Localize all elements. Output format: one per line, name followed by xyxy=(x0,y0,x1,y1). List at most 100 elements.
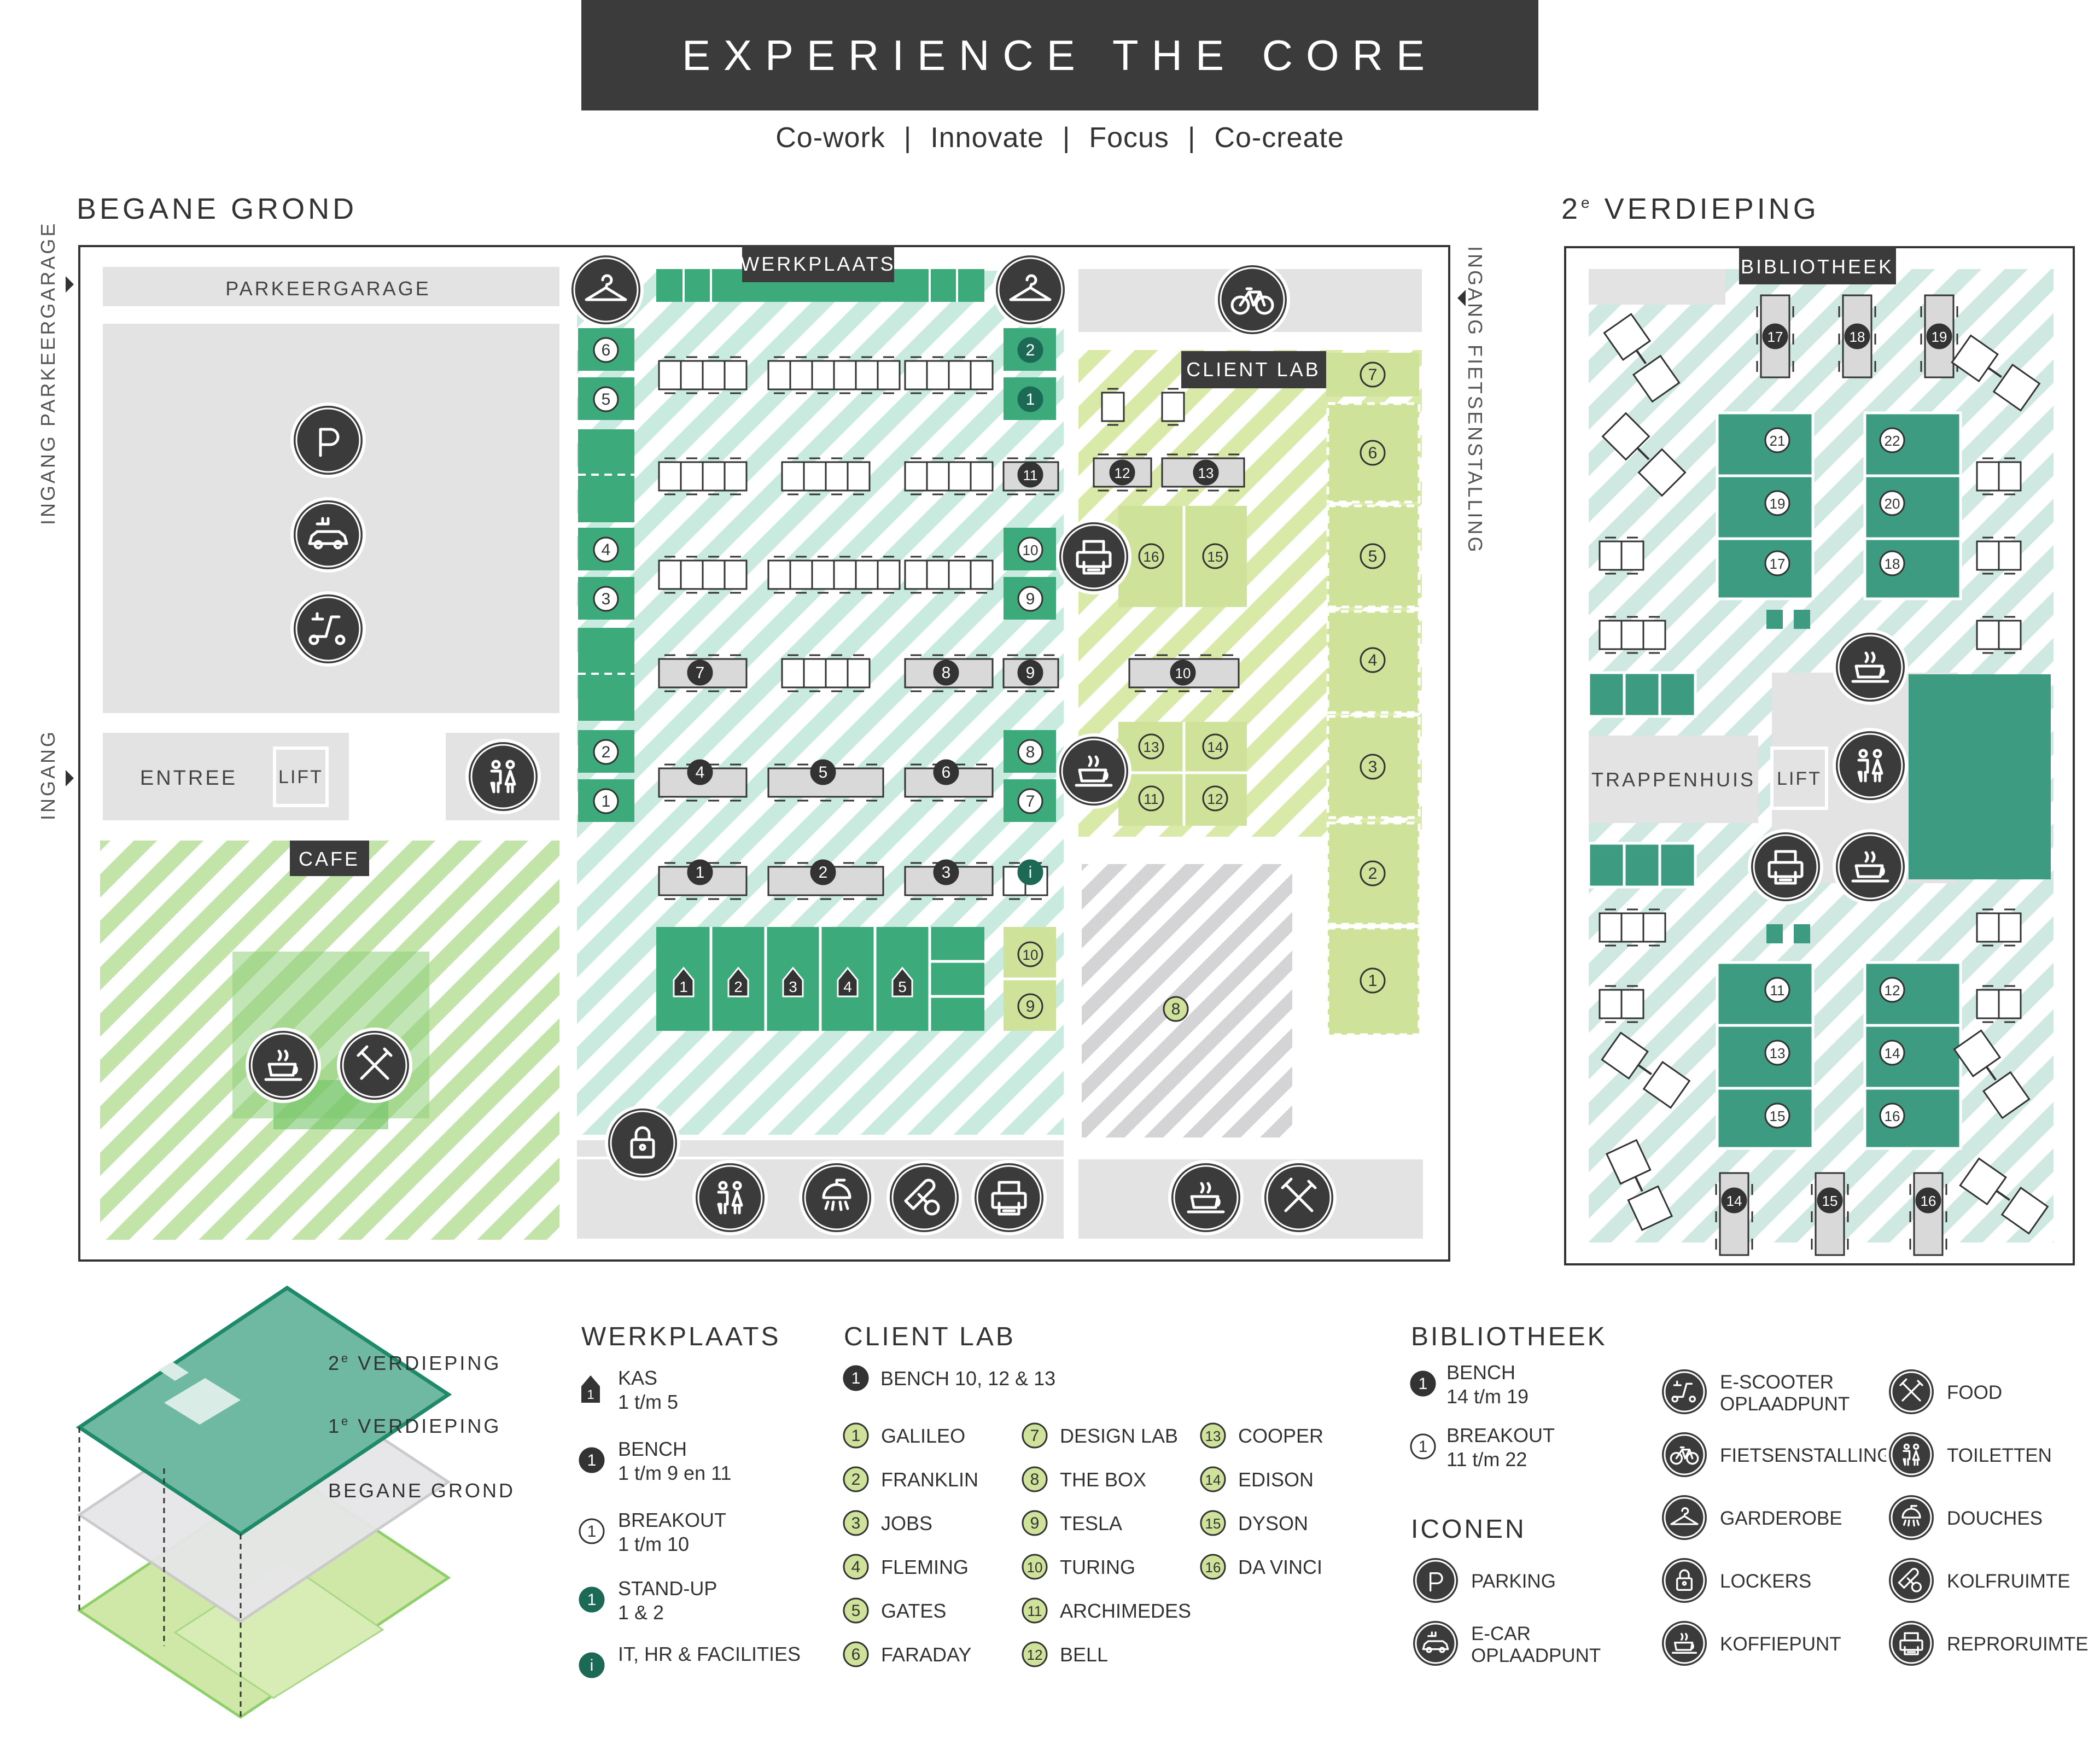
library-table xyxy=(1599,985,1644,1023)
legend-werkplaats-title: WERKPLAATS xyxy=(581,1322,781,1351)
svg-text:6: 6 xyxy=(851,1646,861,1664)
legend-client-room-name: TURING xyxy=(1060,1556,1135,1578)
client-room-marker: 6 xyxy=(1360,440,1386,466)
breakout-marker: 9 xyxy=(1017,586,1043,612)
entry-main-label: INGANG xyxy=(37,730,59,820)
legend-client-room-marker: 5 xyxy=(843,1597,869,1624)
svg-text:i: i xyxy=(1029,864,1032,882)
entry-bikes-arrow xyxy=(1457,290,1466,306)
bicycle-icon xyxy=(1659,1429,1710,1480)
svg-text:17: 17 xyxy=(1768,329,1783,345)
svg-text:1: 1 xyxy=(679,978,688,995)
client-room-marker: 1 xyxy=(1360,967,1386,994)
library-storage-blocks xyxy=(1587,671,1697,889)
svg-text:8: 8 xyxy=(1026,743,1035,761)
lounge-chairs xyxy=(1959,1157,2049,1235)
subtitle-innovate: Innovate xyxy=(930,122,1044,154)
svg-text:17: 17 xyxy=(1770,556,1786,572)
library-lift-label: LIFT xyxy=(1777,768,1822,789)
legend-icon-label: E-CAR xyxy=(1471,1623,1531,1644)
svg-text:i: i xyxy=(590,1656,594,1675)
library-top-grey xyxy=(1589,269,1725,305)
client-lab-table xyxy=(1101,388,1125,426)
legend-client-bench-label: BENCH 10, 12 & 13 xyxy=(880,1367,1055,1390)
svg-text:15: 15 xyxy=(1770,1108,1786,1124)
ground-floor-heading: BEGANE GROND xyxy=(77,192,357,225)
parking-garage-label: PARKEERGARAGE xyxy=(225,277,430,300)
library-table xyxy=(1976,616,2022,654)
library-small-squares xyxy=(1766,610,1810,943)
svg-text:22: 22 xyxy=(1885,433,1900,449)
parking-garage-bar xyxy=(103,267,559,306)
svg-text:13: 13 xyxy=(1144,739,1159,755)
legend-werkplaats-marker: 1 xyxy=(579,1447,605,1473)
legend-icon-label: KOFFIEPUNT xyxy=(1720,1634,1841,1655)
svg-text:2: 2 xyxy=(851,1471,861,1489)
floor-stack-diagram: 2e VERDIEPING 1e VERDIEPING BEGANE GROND xyxy=(75,1285,513,1719)
svg-text:8: 8 xyxy=(1030,1471,1040,1489)
library-breakout-marker: 16 xyxy=(1879,1102,1905,1129)
legend-client-room-marker: 8 xyxy=(1022,1466,1048,1492)
svg-text:7: 7 xyxy=(1026,792,1035,810)
library-table xyxy=(1976,985,2022,1023)
svg-text:10: 10 xyxy=(1023,542,1039,558)
svg-text:5: 5 xyxy=(898,978,907,995)
stack-second-floor-block xyxy=(164,1378,241,1425)
legend-client-room-name: DYSON xyxy=(1238,1512,1308,1535)
legend-client-room-name: EDISON xyxy=(1238,1468,1314,1491)
library-breakout-marker: 22 xyxy=(1879,427,1905,453)
legend-bibliotheek-label: BREAKOUT xyxy=(1446,1424,1555,1446)
svg-text:7: 7 xyxy=(1368,366,1378,384)
legend-client-room-name: FLEMING xyxy=(881,1556,969,1578)
legend-client-room-name: FRANKLIN xyxy=(881,1468,978,1491)
svg-text:13: 13 xyxy=(1198,465,1214,481)
svg-text:14: 14 xyxy=(1208,739,1223,755)
kas-marker: 4 xyxy=(837,966,859,997)
legend-werkplaats-label: BREAKOUT xyxy=(618,1509,726,1531)
subtitle-cocreate: Co-create xyxy=(1214,122,1344,154)
bench-marker: 6 xyxy=(933,759,959,785)
toilet-icon xyxy=(1886,1429,1937,1480)
coffee-icon xyxy=(1168,1160,1244,1235)
legend-icon-label: FOOD xyxy=(1947,1382,2002,1403)
library-breakout-marker: 21 xyxy=(1764,427,1790,453)
legend-client-room-name: ARCHIMEDES xyxy=(1060,1600,1191,1622)
legend-client-room-marker: 11 xyxy=(1022,1597,1048,1624)
breakout-marker: 7 xyxy=(1017,788,1043,814)
legend-client-room-name: JOBS xyxy=(881,1512,932,1535)
svg-text:14: 14 xyxy=(1885,1045,1900,1061)
svg-text:1: 1 xyxy=(587,1451,597,1469)
legend-werkplaats-marker: 1 xyxy=(579,1586,605,1613)
svg-text:1: 1 xyxy=(1419,1375,1428,1393)
svg-text:10: 10 xyxy=(1023,947,1039,963)
werkplaats-bench-table xyxy=(658,356,748,394)
e-car-icon xyxy=(1410,1618,1461,1669)
bench-marker: 11 xyxy=(1017,462,1043,488)
library-bench-table xyxy=(1811,1172,1849,1256)
werkplaats-bench-table xyxy=(904,556,994,594)
bench-marker: 1 xyxy=(687,859,713,885)
client-lab-label: CLIENT LAB xyxy=(1186,358,1320,381)
svg-text:15: 15 xyxy=(1208,549,1223,565)
client-room-marker: 2 xyxy=(1360,860,1386,886)
legend-client-room-name: GATES xyxy=(881,1600,946,1622)
client-room-marker: 5 xyxy=(1360,543,1386,569)
svg-text:21: 21 xyxy=(1770,433,1786,449)
werkplaats-bench-table xyxy=(767,356,901,394)
legend-icon-label: OPLAADPUNT xyxy=(1471,1645,1601,1666)
bench-marker: 5 xyxy=(810,759,836,785)
svg-text:3: 3 xyxy=(851,1514,861,1532)
client-room-marker: 12 xyxy=(1202,785,1228,812)
library-bench-marker: 18 xyxy=(1844,323,1870,349)
breakout-marker: 10 xyxy=(1017,941,1043,967)
svg-text:4: 4 xyxy=(602,541,611,559)
svg-text:12: 12 xyxy=(1208,791,1223,807)
hanger-icon xyxy=(1659,1492,1710,1543)
icons-layer xyxy=(246,252,1908,1235)
legend-client-room-marker: 1 xyxy=(843,1422,869,1449)
client-room-marker: 7 xyxy=(1360,361,1386,388)
parking-icon xyxy=(290,402,366,478)
legend-icon-label: FIETSENSTALLING xyxy=(1720,1445,1892,1466)
library-table xyxy=(1599,616,1666,654)
